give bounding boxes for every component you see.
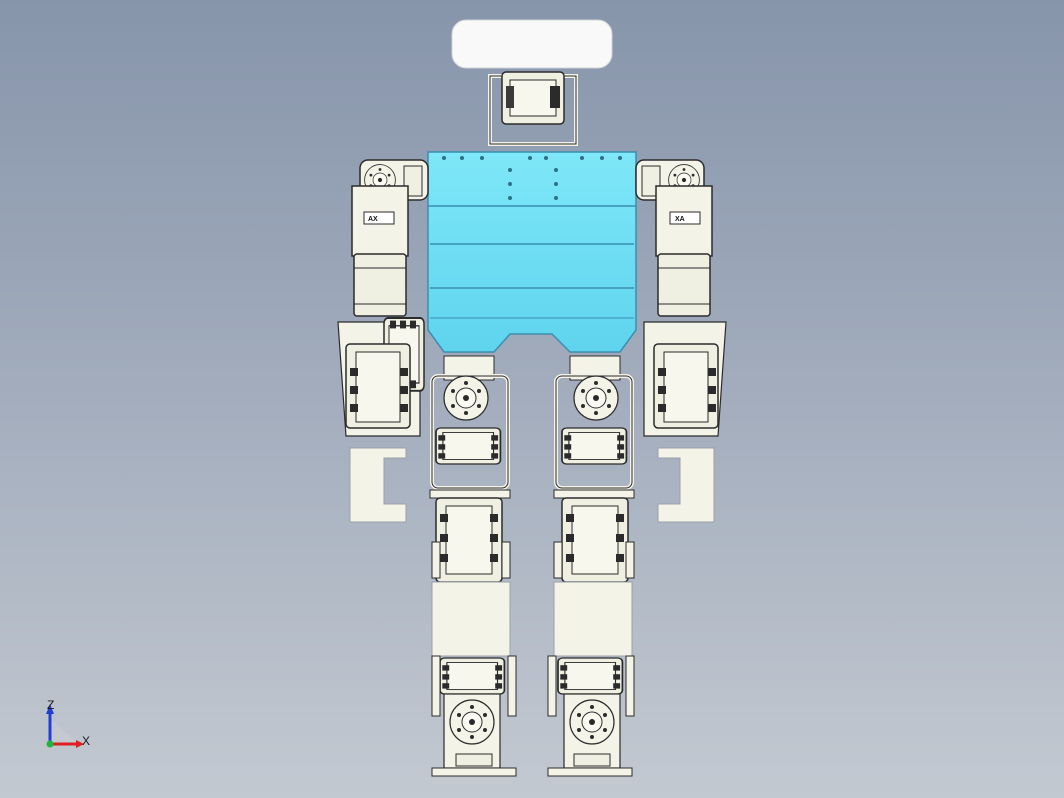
right-arm[interactable]: XA (635, 159, 727, 523)
left-shoulder-logo: AX (368, 216, 378, 223)
right-shoulder-logo: XA (675, 216, 685, 223)
z-axis-label: Z (47, 698, 55, 712)
right-leg[interactable] (547, 355, 635, 777)
robot-torso[interactable] (427, 151, 637, 353)
triad-plane-icon (50, 718, 78, 744)
robot-head[interactable] (451, 19, 613, 146)
x-axis-label: X (82, 734, 91, 748)
left-leg[interactable] (429, 355, 517, 777)
origin-icon (46, 740, 54, 748)
left-arm[interactable]: AX (337, 159, 429, 523)
orientation-triad (46, 704, 84, 748)
